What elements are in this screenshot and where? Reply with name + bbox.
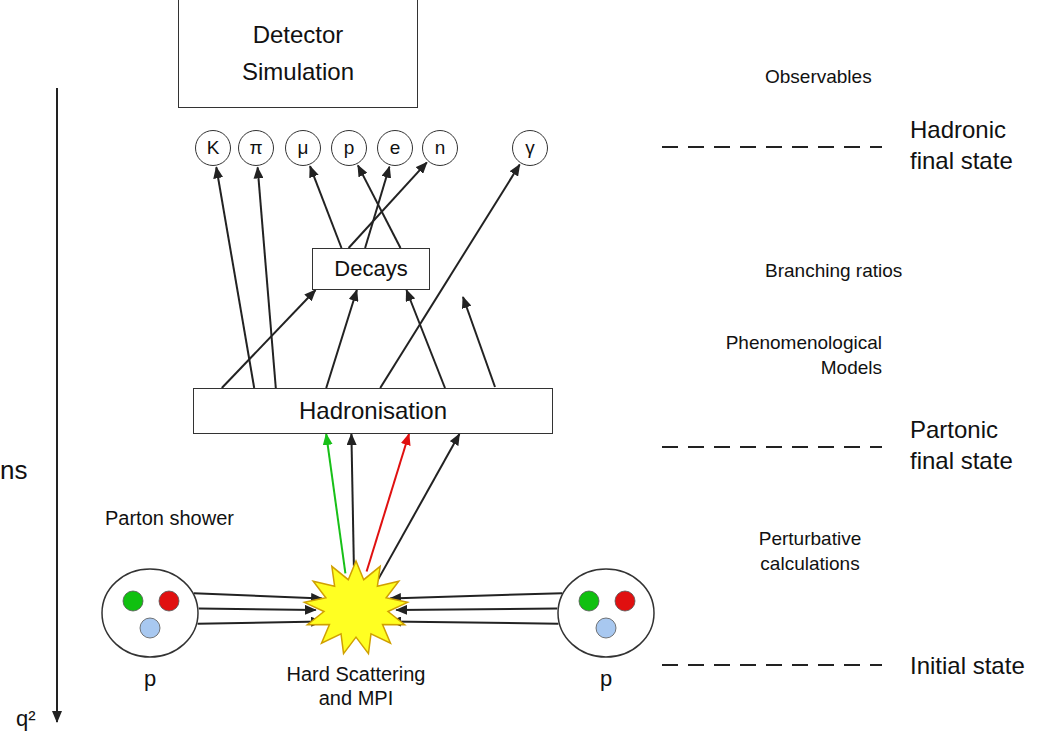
flow-arrow — [326, 434, 345, 573]
node-label: Hadronisation — [299, 397, 447, 426]
flow-arrow — [358, 165, 401, 248]
flow-arrow — [367, 434, 409, 572]
quark-dot — [159, 591, 179, 611]
particle-symbol: e — [390, 137, 401, 160]
particle-symbol: μ — [298, 137, 309, 160]
dashed-divider — [662, 146, 882, 148]
flow-arrow — [258, 167, 276, 388]
particle-circle: μ — [285, 130, 321, 166]
quark-dot — [615, 591, 635, 611]
particle-symbol: p — [344, 137, 355, 160]
flow-arrow — [194, 593, 322, 598]
flow-arrow — [390, 621, 559, 623]
particle-circle: n — [422, 130, 458, 166]
stage-label: Observables — [765, 66, 872, 89]
quark-dot — [123, 591, 143, 611]
level-label: Partonic final state — [910, 414, 1035, 476]
particle-symbol: K — [207, 137, 220, 160]
particle-circle: π — [238, 130, 274, 166]
flow-arrow — [390, 593, 562, 598]
flow-arrow — [396, 609, 557, 610]
proton-circle — [102, 569, 198, 657]
star-outline — [303, 560, 409, 656]
particle-symbol: n — [435, 137, 446, 160]
level-label: Hadronic final state — [910, 114, 1035, 176]
dashed-divider — [662, 664, 882, 666]
stage-label: Branching ratios — [765, 260, 902, 283]
quark-dot — [140, 618, 160, 638]
flow-arrow — [310, 166, 341, 248]
detector-box: Detector Simulation — [178, 0, 418, 108]
stage-label: Perturbative calculations — [735, 527, 885, 576]
flow-arrow — [349, 162, 427, 248]
flow-arrow — [199, 609, 316, 610]
cut-label: ns — [0, 455, 27, 486]
hadronisation-box: Hadronisation — [193, 388, 553, 434]
flow-arrow — [326, 290, 357, 388]
particle-symbol: π — [249, 137, 262, 160]
particle-circle: γ — [512, 130, 548, 166]
flow-arrow — [377, 434, 459, 581]
particle-circle: e — [377, 130, 413, 166]
scale-arrow — [56, 88, 58, 722]
node-label: Decays — [334, 256, 407, 282]
level-label: Initial state — [910, 652, 1025, 681]
decays-box: Decays — [312, 248, 430, 290]
proton: p — [557, 568, 655, 658]
proton: p — [101, 568, 199, 658]
flow-arrow — [365, 167, 389, 248]
node-label: Hard Scattering and MPI — [274, 662, 439, 710]
flow-arrow — [406, 290, 445, 388]
stage-label: Parton shower — [105, 506, 234, 530]
free-arrow — [463, 297, 495, 387]
node-label: p — [144, 666, 156, 692]
proton-circle — [558, 569, 654, 657]
node-label: Detector Simulation — [223, 16, 373, 90]
proton-outline — [557, 568, 655, 658]
quark-dot — [579, 591, 599, 611]
flow-arrow — [216, 167, 254, 388]
particle-symbol: γ — [525, 137, 535, 160]
particle-circle: K — [195, 130, 231, 166]
flow-arrow — [222, 290, 316, 388]
quark-dot — [596, 618, 616, 638]
axis-label: q² — [16, 706, 36, 732]
hard-scatter-star: Hard Scattering and MPI — [303, 560, 409, 656]
dashed-divider — [662, 446, 882, 448]
flow-arrow — [198, 621, 323, 623]
starburst — [304, 561, 407, 654]
flow-arrow — [351, 434, 353, 566]
particle-circle: p — [331, 130, 367, 166]
proton-outline — [101, 568, 199, 658]
stage-label: Phenomenological Models — [700, 331, 882, 380]
node-label: p — [600, 666, 612, 692]
